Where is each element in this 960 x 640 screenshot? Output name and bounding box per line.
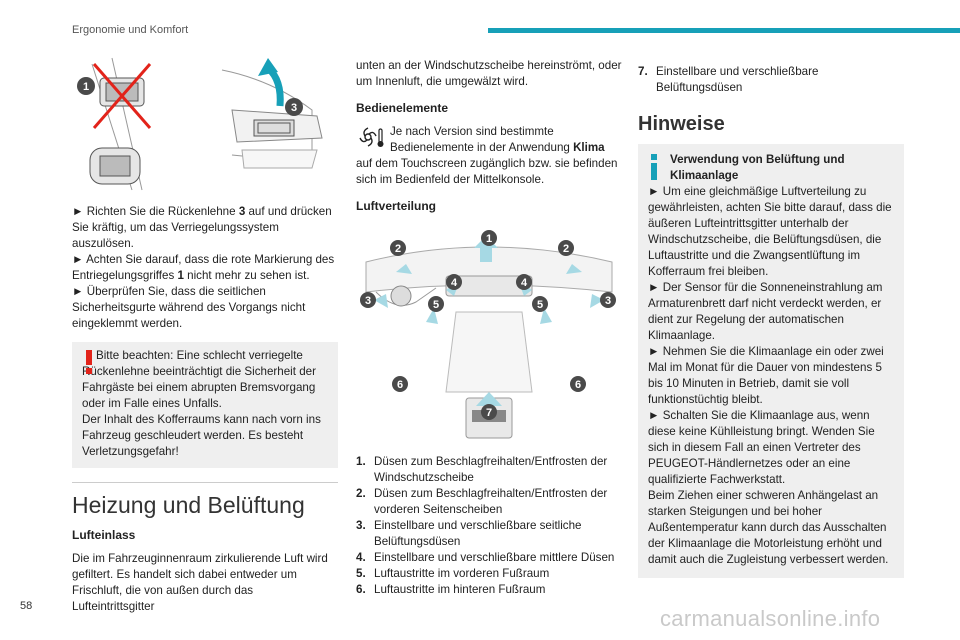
lufteinlass-text: Die im Fahrzeuginnenraum zirkulierende L… xyxy=(72,552,328,613)
step-red-marker: Achten Sie darauf, dass die rote Markier… xyxy=(72,252,338,284)
svg-text:5: 5 xyxy=(433,299,439,311)
bedien-text: Je nach Version sind bestimmte Bedienele… xyxy=(356,125,618,186)
info-title: Verwendung von Belüftung und Klimaanlage xyxy=(670,153,845,182)
list-item: 5.Luftaustritte im vorderen Fußraum xyxy=(356,567,550,580)
bedien-block: Je nach Version sind bestimmte Bedienele… xyxy=(356,124,622,188)
svg-text:3: 3 xyxy=(605,295,611,307)
svg-text:5: 5 xyxy=(537,299,543,311)
column-1: 1 3 Richten Sie die Rückenlehne 3 auf un… xyxy=(72,50,338,615)
luftverteilung-heading: Luftverteilung xyxy=(356,199,436,213)
svg-text:1: 1 xyxy=(486,233,492,245)
svg-text:3: 3 xyxy=(365,295,371,307)
release-handle-crossed xyxy=(92,63,152,129)
header-title: Ergonomie und Komfort xyxy=(72,24,189,36)
air-distribution-figure: 1 2 2 3 3 4 4 5 5 6 6 7 xyxy=(360,230,616,439)
svg-text:3: 3 xyxy=(291,102,297,114)
info-step: Nehmen Sie die Klimaanlage ein oder zwei… xyxy=(648,344,894,408)
bedien-heading: Bedienelemente xyxy=(356,101,449,115)
badge-1: 1 xyxy=(77,77,95,95)
list-item: 6.Luftaustritte im hinteren Fußraum xyxy=(356,583,546,596)
section-divider xyxy=(72,482,338,483)
list-item: 4.Einstellbare und verschließbare mittle… xyxy=(356,551,615,564)
svg-text:6: 6 xyxy=(397,379,403,391)
lufteinlass-heading: Lufteinlass xyxy=(72,528,136,542)
seat-release-figure: 1 3 xyxy=(77,57,323,191)
badge-3: 3 xyxy=(285,98,303,116)
svg-text:4: 4 xyxy=(521,277,528,289)
list-item: 7.Einstellbare und verschließbare Belüft… xyxy=(638,65,819,94)
warning-box: Bitte beachten: Eine schlecht verriegelt… xyxy=(72,342,338,468)
vent-list: 1.Düsen zum Beschlagfreihalten/Entfroste… xyxy=(356,454,622,598)
list-item: 2.Düsen zum Beschlagfreihalten/Entfroste… xyxy=(356,487,608,516)
svg-text:2: 2 xyxy=(395,243,401,255)
svg-text:6: 6 xyxy=(575,379,581,391)
info-step: Um eine gleichmäßige Luftverteilung zu g… xyxy=(648,184,894,280)
page-number: 58 xyxy=(20,600,33,612)
list-item: 1.Düsen zum Beschlagfreihalten/Entfroste… xyxy=(356,455,608,484)
section-title: Heizung und Belüftung xyxy=(72,492,305,518)
step-backrest: Richten Sie die Rückenlehne 3 auf und dr… xyxy=(72,204,338,252)
hinweise-title: Hinweise xyxy=(638,113,725,135)
step-belts: Überprüfen Sie, dass die seitlichen Sich… xyxy=(72,284,338,332)
release-handle xyxy=(89,147,141,185)
svg-text:2: 2 xyxy=(563,243,569,255)
info-step: Schalten Sie die Klimaanlage aus, wenn d… xyxy=(648,408,894,488)
svg-text:4: 4 xyxy=(451,277,458,289)
header-accent-bar xyxy=(488,28,960,33)
climate-control-icon xyxy=(359,127,384,147)
warning-text-1: Bitte beachten: Eine schlecht verriegelt… xyxy=(82,349,316,410)
info-icon xyxy=(651,154,657,180)
watermark: carmanualsonline.info xyxy=(660,606,881,631)
info-step: Der Sensor für die Sonneneinstrahlung am… xyxy=(648,280,894,344)
info-box: Verwendung von Belüftung und Klimaanlage… xyxy=(638,144,904,578)
svg-text:1: 1 xyxy=(83,81,89,93)
continued-text: unten an der Windschutzscheibe hereinstr… xyxy=(356,59,622,88)
info-closing: Beim Ziehen einer schweren Anhängelast a… xyxy=(648,489,889,566)
svg-text:7: 7 xyxy=(486,407,492,419)
column-2: unten an der Windschutzscheibe hereinstr… xyxy=(356,58,622,598)
warning-exclamation-icon xyxy=(86,350,92,374)
column-3: 7.Einstellbare und verschließbare Belüft… xyxy=(638,64,904,578)
warning-text-2: Der Inhalt des Kofferraums kann nach vor… xyxy=(82,413,321,458)
list-item: 3.Einstellbare und verschließbare seitli… xyxy=(356,519,582,548)
